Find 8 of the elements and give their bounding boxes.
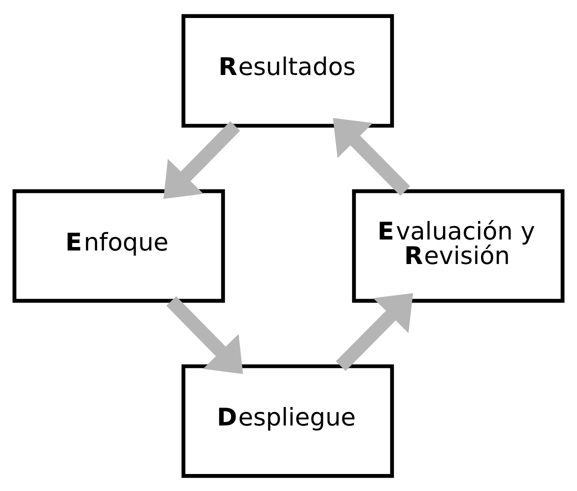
arrow [336,292,414,370]
arrow [332,118,410,196]
arrow [163,120,240,198]
node-box: Enfoque [12,188,225,302]
arrow [166,296,243,374]
node-box: Evaluación y Revisión [352,188,564,302]
node-box: Resultados [182,14,394,128]
node-box: Despliegue [182,364,394,478]
